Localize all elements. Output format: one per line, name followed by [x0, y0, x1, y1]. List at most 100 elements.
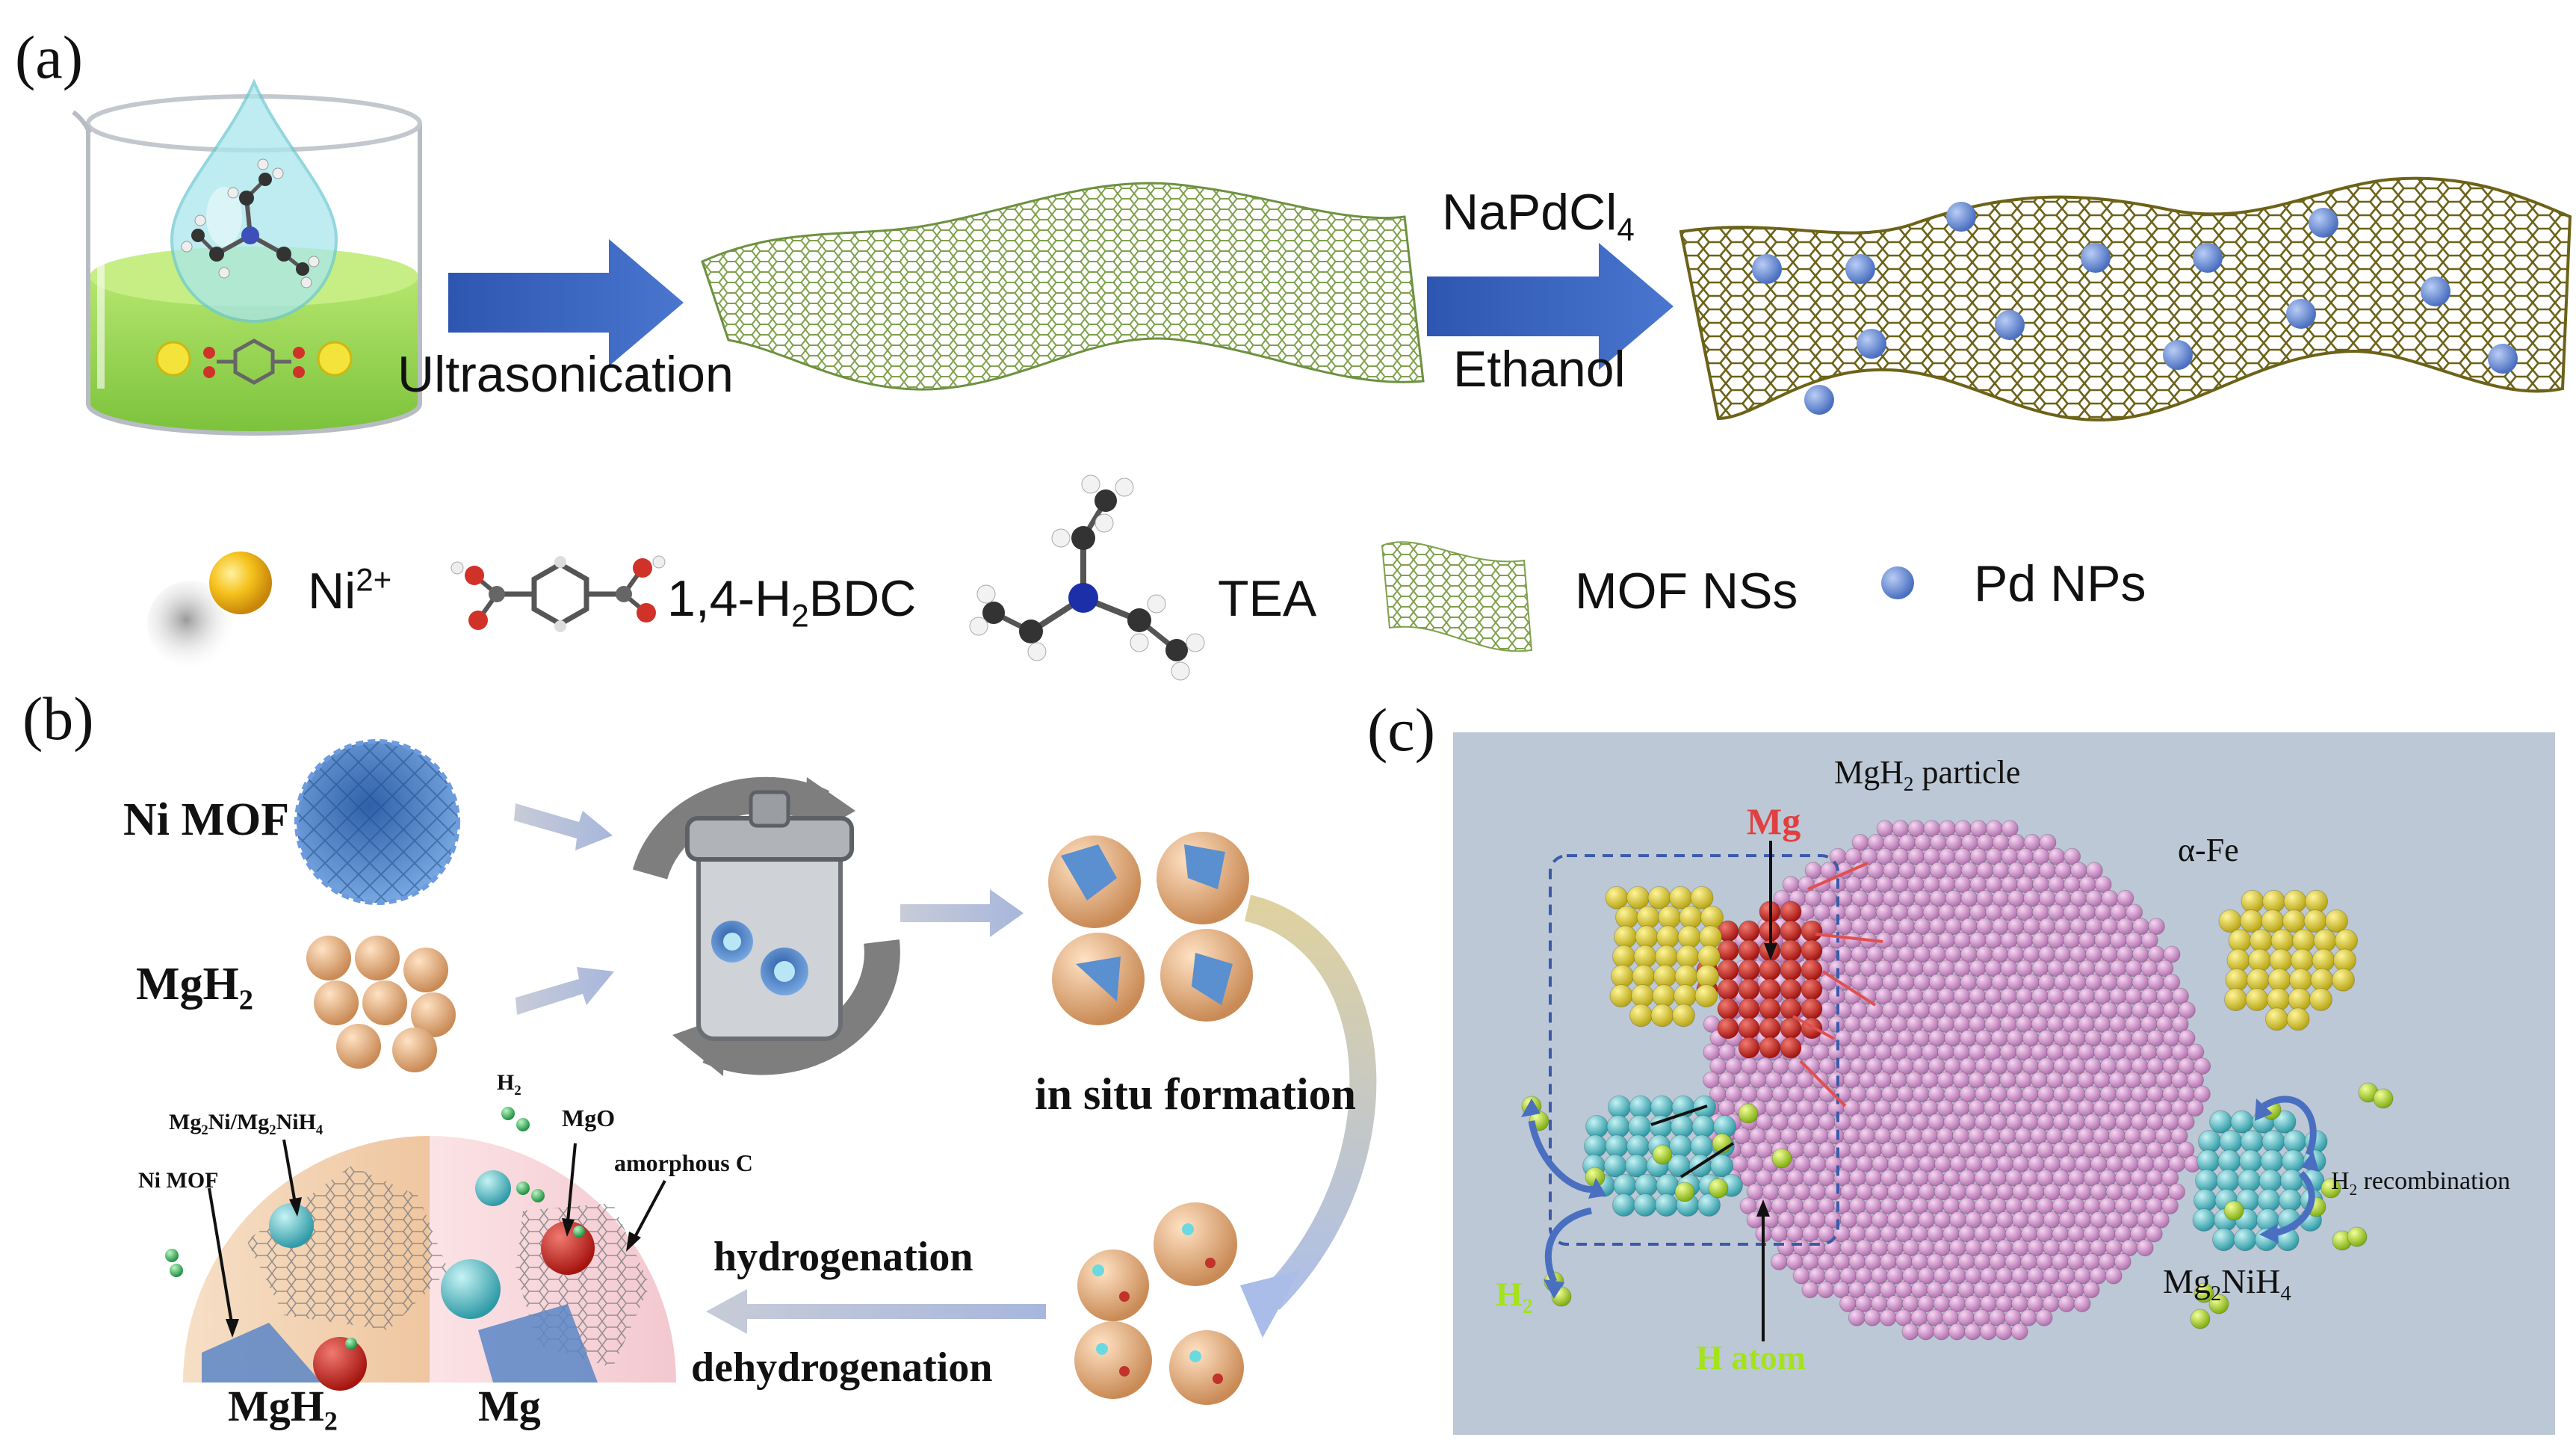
pointer-lines-c	[1650, 841, 1777, 1341]
h-atom	[1674, 1181, 1695, 1202]
bdc-pre: 1,4-H	[667, 570, 792, 627]
alpha-fe-atom	[1694, 984, 1718, 1007]
alpha-fe-atom	[1614, 925, 1637, 949]
mg2nih4-a: Mg	[2163, 1262, 2211, 1300]
arrow-nimof-to-mill	[514, 803, 613, 850]
mgh2-atom	[2161, 1169, 2179, 1187]
legend-label-mof: MOF NSs	[1575, 563, 1798, 620]
alpha-fe-atom	[1626, 886, 1650, 909]
dashed-selection-box	[1549, 854, 1839, 1246]
h-atom	[2190, 1309, 2211, 1329]
alpha-fe-atom	[1609, 984, 1633, 1007]
mgh2-atom	[2168, 1183, 2186, 1201]
label-mg2nih4-c: Mg2NiH4	[2163, 1261, 2291, 1306]
alpha-fe-atom	[2240, 909, 2263, 933]
alpha-fe-atom	[1629, 1004, 1653, 1028]
alpha-fe-atom	[1652, 984, 1676, 1007]
mg2nih4-atom	[1655, 1193, 1678, 1217]
mgh2-atom	[2177, 1141, 2195, 1159]
mgh2-atom	[1848, 1309, 1866, 1326]
mgh2-atom	[2156, 960, 2174, 977]
alpha-fe-atom	[2226, 948, 2250, 972]
alpha-fe-atom	[2292, 929, 2315, 953]
mg-atom	[1738, 1037, 1760, 1059]
mg-atom	[1801, 959, 1823, 981]
alpha-fe-atom	[2303, 909, 2327, 933]
alpha-fe-atom	[1653, 964, 1676, 988]
panel-c	[1453, 732, 2555, 1435]
mg-atom	[1738, 959, 1760, 981]
mg2ni-e: NiH	[276, 1110, 316, 1134]
alpha-fe-atom	[1676, 945, 1700, 968]
label-bottom-mgh2: MgH2	[228, 1381, 338, 1437]
alpha-fe-atom	[1669, 886, 1692, 909]
mg-atom	[1717, 978, 1739, 1001]
mg2nih4-atom	[2195, 1169, 2218, 1193]
mg2nih4-atom	[2261, 1130, 2285, 1153]
alpha-fe-atom	[2248, 948, 2271, 972]
mg-atom	[1780, 939, 1802, 962]
mg2nih4-atom	[1628, 1115, 1651, 1138]
mgh2-atom	[2094, 876, 2112, 893]
mgh2-atom	[2058, 1295, 2075, 1312]
label-ethanol: Ethanol	[1453, 341, 1626, 398]
mg-atom	[1759, 978, 1781, 1001]
label-ni-mof: Ni MOF	[123, 794, 290, 845]
ball-mill	[632, 776, 900, 1076]
mg2nih4-d: 4	[2280, 1282, 2291, 1306]
mg2nih4-atom	[1690, 1134, 1714, 1158]
alpha-fe-atom	[2247, 968, 2270, 992]
mgh2-atom	[2152, 1211, 2170, 1229]
alpha-fe-atom	[2313, 929, 2337, 953]
alpha-fe-atom	[1611, 964, 1634, 988]
mg-atom	[1759, 1017, 1781, 1039]
label-mg-c: Mg	[1747, 800, 1801, 842]
arrow-mill-to-composite	[900, 889, 1024, 937]
mg2nih4-atom	[2192, 1208, 2216, 1232]
alpha-fe-atom	[1697, 945, 1721, 968]
alpha-fe-atom	[2267, 968, 2291, 992]
alpha-fe-atom	[1679, 906, 1703, 929]
recomb-sub: 2	[2349, 1180, 2358, 1199]
mgh2-atom	[2085, 862, 2103, 880]
mgh2-atom	[2145, 1225, 2163, 1243]
h-atom	[1652, 1144, 1673, 1165]
beaker	[72, 78, 422, 436]
legend-pd-dot	[1881, 566, 1914, 599]
alpha-fe-atom	[1677, 925, 1701, 949]
bottom-mgh2-main: MgH	[228, 1382, 324, 1430]
alpha-fe-atom	[1699, 925, 1722, 949]
label-mg2ni-mg2nih4: Mg2Ni/Mg2NiH4	[169, 1110, 323, 1139]
alpha-fe-atom	[2291, 948, 2314, 972]
tea-molecule-in-drop	[181, 158, 320, 288]
mgh2-balls	[306, 936, 456, 1072]
mg-atom	[1780, 1037, 1802, 1059]
alpha-fe-atom	[2289, 968, 2312, 992]
napdcl4-main: NaPdCl	[1442, 184, 1617, 241]
alpha-fe-atom	[2224, 988, 2247, 1011]
alpha-fe-atom	[2270, 929, 2294, 953]
mgh2-atom	[1933, 1323, 1951, 1341]
particle-main: MgH	[1834, 754, 1904, 791]
mg-atom	[1801, 978, 1823, 1001]
mg2nih4-atom	[2273, 1110, 2297, 1134]
alpha-fe-atom	[2332, 968, 2355, 992]
mgh2-atom	[1948, 1323, 1966, 1341]
panel-b-letter: (b)	[22, 685, 94, 753]
legend	[147, 475, 1914, 681]
mgh2-atom	[1963, 1323, 1981, 1341]
mg2nih4-atom	[2198, 1130, 2221, 1153]
h2-c-main: H	[1496, 1275, 1523, 1313]
label-mgh2-particle: MgH2 particle	[1834, 753, 2020, 796]
label-h2-b: H2	[497, 1070, 521, 1099]
mg2nih4-atom	[1691, 1115, 1715, 1138]
alpha-fe-atom	[1615, 906, 1638, 929]
mg2nih4-atom	[2217, 1149, 2241, 1173]
mgh2-atom	[2073, 1295, 2091, 1312]
mg2nih4-atom	[2212, 1228, 2235, 1252]
alpha-fe-atom	[1647, 886, 1671, 909]
mgh2-atom	[2010, 1323, 2028, 1341]
mg2nih4-atom	[1635, 1173, 1658, 1197]
mg2nih4-atom	[2230, 1110, 2254, 1134]
